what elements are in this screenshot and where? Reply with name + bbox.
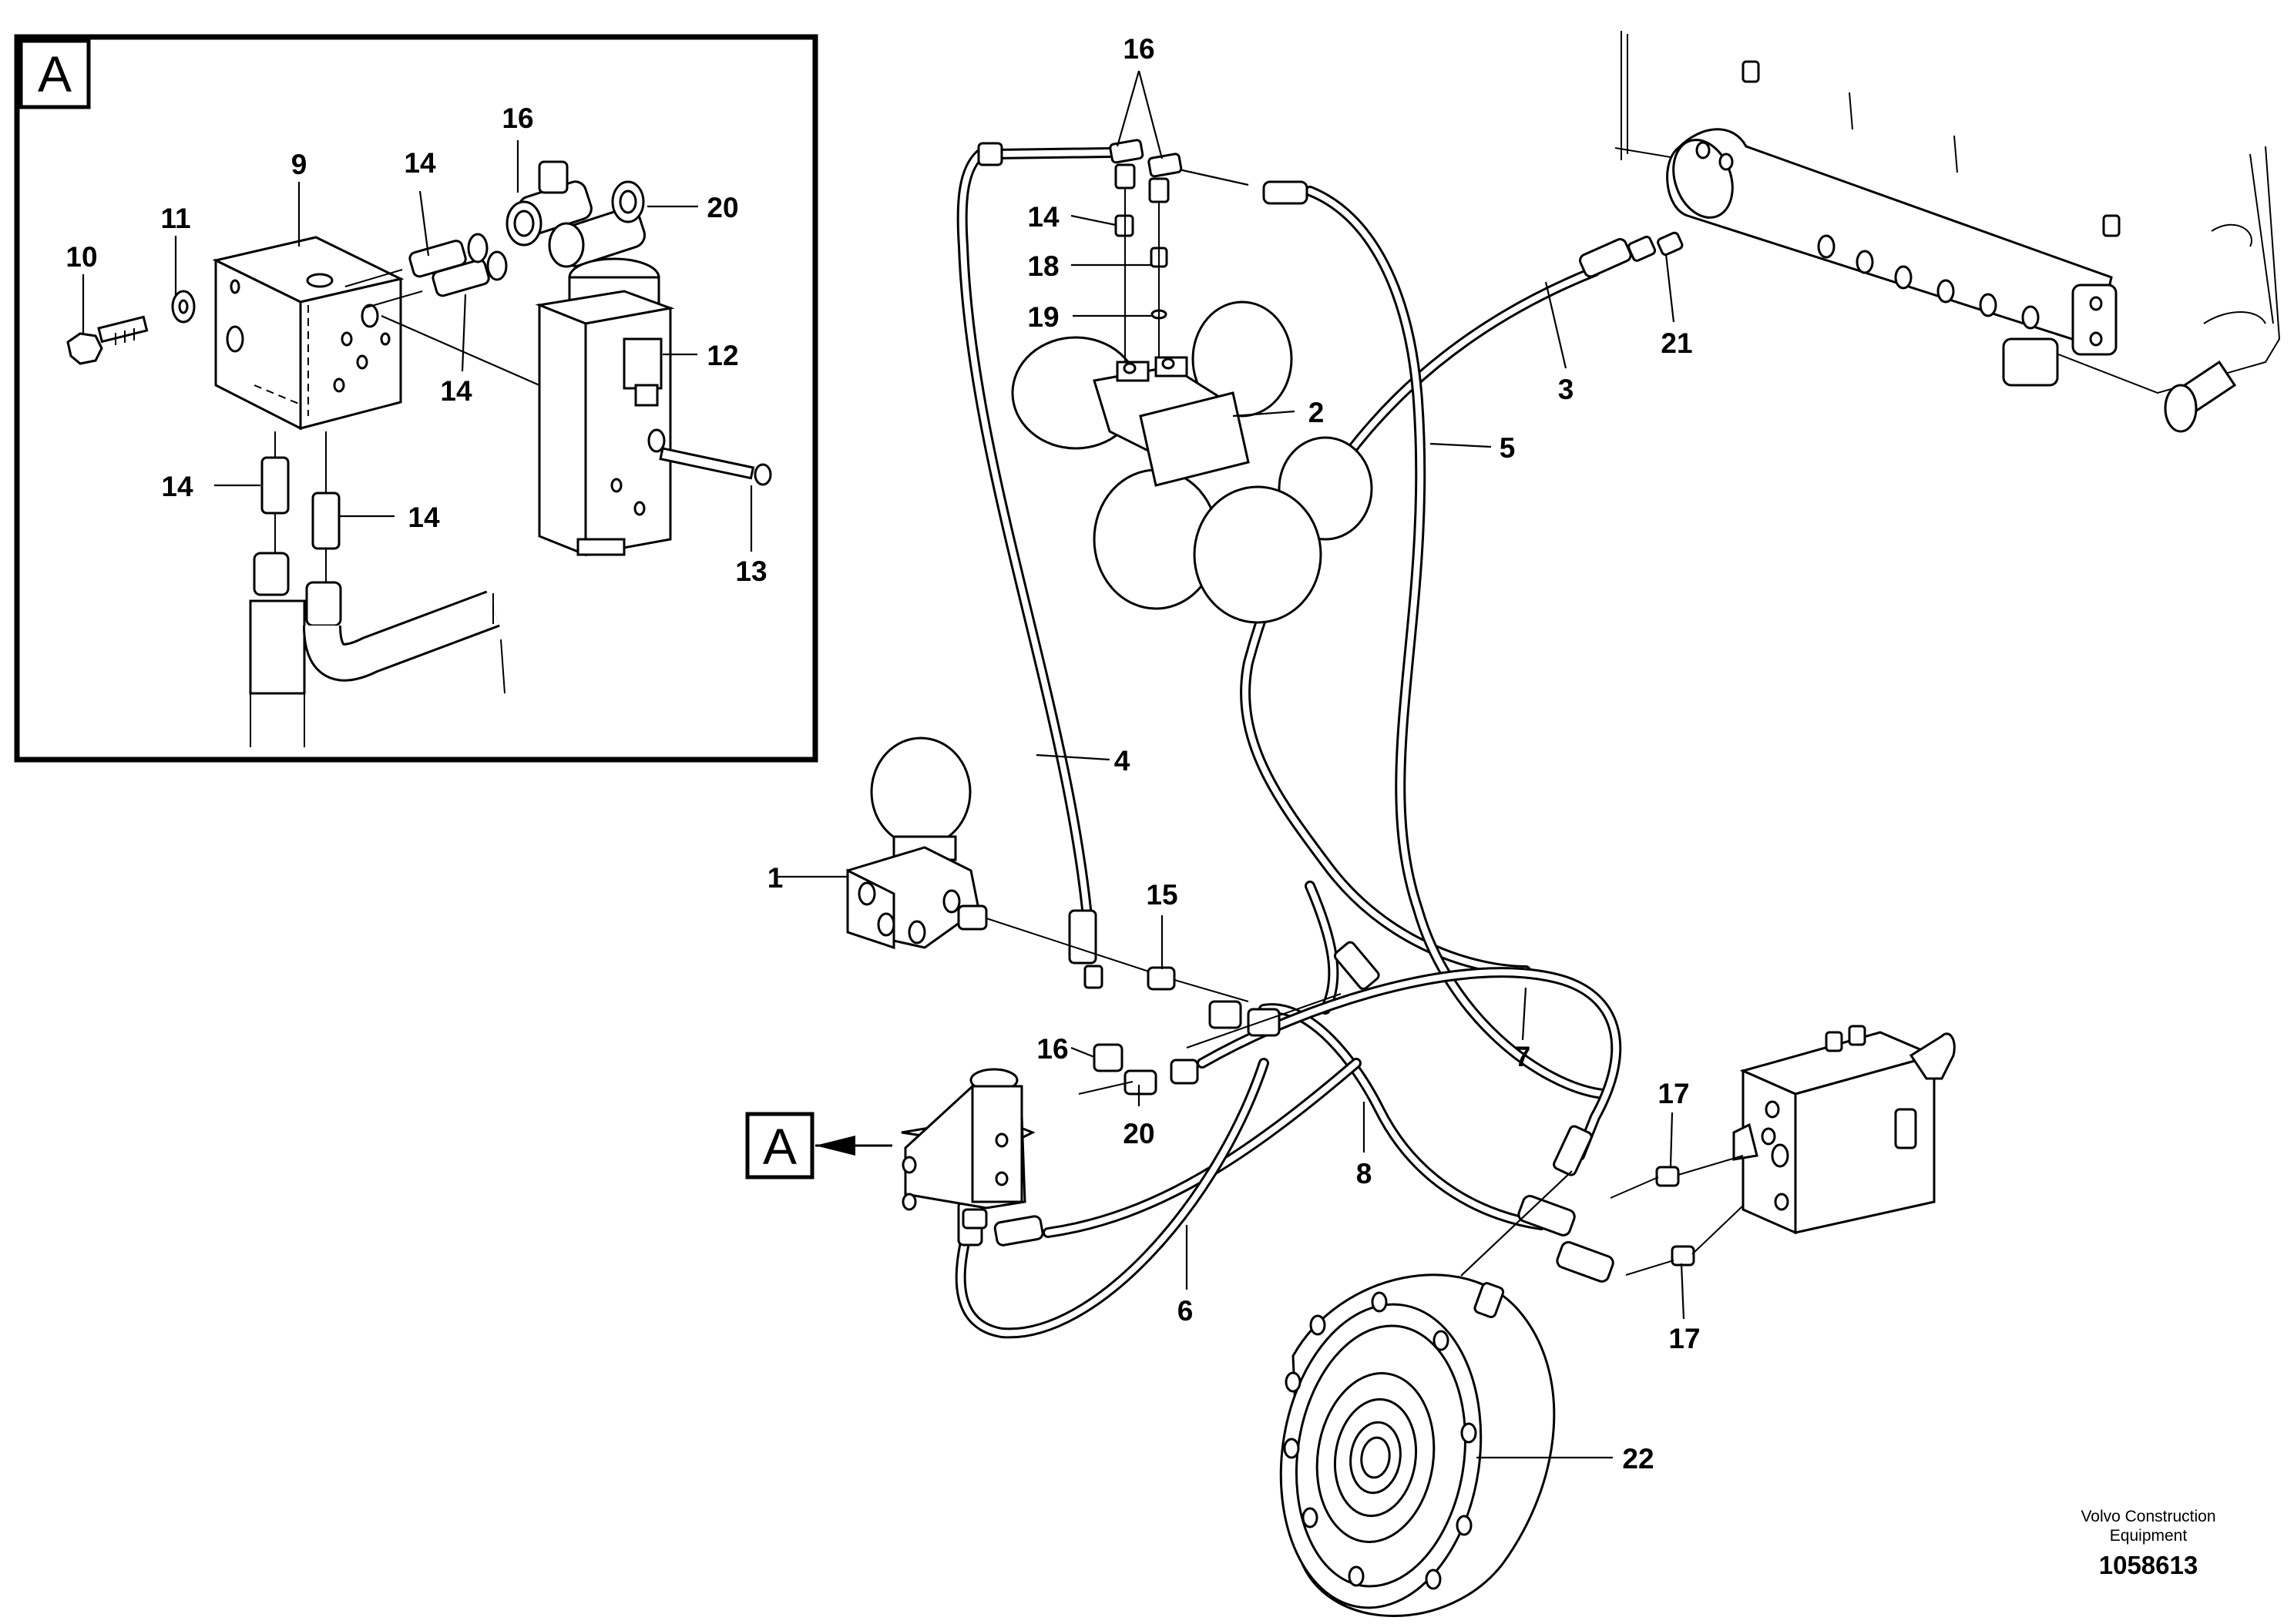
callout-17-upper: 17 <box>1658 1078 1689 1109</box>
document-number: 1058613 <box>2099 1551 2198 1579</box>
callout-19: 19 <box>1027 301 1059 333</box>
callout-labels: 10 11 9 14 16 20 12 14 13 14 14 16 14 18… <box>65 33 1700 1475</box>
valve-block-9-drawing <box>212 236 405 431</box>
accumulator-group-2-drawing <box>1011 300 1373 624</box>
hose-4-drawing <box>956 149 1103 989</box>
callout-20-detail: 20 <box>707 192 738 223</box>
callout-2: 2 <box>1308 397 1325 428</box>
callout-20-lower: 20 <box>1123 1118 1154 1149</box>
brand-line-2: Equipment <box>2110 1527 2188 1545</box>
callout-9: 9 <box>291 149 307 180</box>
footer-brand: Volvo Construction Equipment 1058613 <box>2081 1508 2215 1579</box>
callout-21: 21 <box>1661 327 1692 359</box>
callout-12: 12 <box>707 340 738 371</box>
callout-13: 13 <box>735 555 767 587</box>
top-fittings-drawing <box>977 139 1249 362</box>
callout-8: 8 <box>1356 1158 1372 1189</box>
fitting-15-drawing <box>1078 966 1342 1096</box>
callout-4: 4 <box>1114 745 1130 777</box>
valve-assembly-a-drawing <box>901 1068 1036 1230</box>
detail-a-frame: A <box>14 34 818 763</box>
tank-manifold-drawing <box>1614 31 2281 433</box>
detail-lower-hoses-drawing <box>249 431 505 747</box>
detail-a-leaders <box>82 140 753 552</box>
callout-11: 11 <box>160 203 190 234</box>
accumulator-valve-1-drawing <box>846 737 1157 975</box>
elbow-16-detail-drawing <box>505 160 647 268</box>
callout-15: 15 <box>1146 879 1177 911</box>
callout-14-detail-mid: 14 <box>440 375 472 407</box>
callout-14-top: 14 <box>1027 201 1060 233</box>
callout-3: 3 <box>1558 374 1574 405</box>
detail-a-label: A <box>38 45 72 102</box>
washer-11-drawing <box>171 290 196 324</box>
callout-7: 7 <box>1515 1041 1531 1072</box>
reference-a-marker: A <box>745 1112 892 1179</box>
callout-5: 5 <box>1500 432 1516 464</box>
screw-13-drawing <box>659 447 772 486</box>
hose-ends-drawing <box>1333 941 1614 1283</box>
hose-7-drawing <box>1043 967 1622 1238</box>
hose-3-drawing <box>1240 231 1684 976</box>
callout-14-detail-right: 14 <box>408 502 440 533</box>
callout-18: 18 <box>1027 250 1059 282</box>
detail-fittings-drawing <box>344 233 508 309</box>
callout-10: 10 <box>65 241 97 273</box>
callout-14-detail-left: 14 <box>161 471 193 502</box>
drive-hub-22-drawing <box>1279 1273 1556 1617</box>
callout-14-detail-top: 14 <box>404 147 436 179</box>
callout-6: 6 <box>1177 1295 1194 1327</box>
reference-a-label: A <box>763 1118 797 1175</box>
brand-line-1: Volvo Construction <box>2081 1508 2215 1525</box>
callout-17-lower: 17 <box>1668 1323 1700 1354</box>
main-leaders <box>774 70 1685 1459</box>
callout-16-lower: 16 <box>1036 1033 1068 1065</box>
hose-5-drawing <box>1262 180 1608 1099</box>
control-valve-block-drawing <box>1610 1025 1956 1276</box>
callout-22: 22 <box>1622 1443 1654 1475</box>
solenoid-12-drawing <box>535 257 675 557</box>
callout-16-top: 16 <box>1123 33 1154 65</box>
callout-16-detail: 16 <box>502 102 533 134</box>
bolt-10-drawing <box>66 315 149 365</box>
callout-1: 1 <box>767 862 784 894</box>
